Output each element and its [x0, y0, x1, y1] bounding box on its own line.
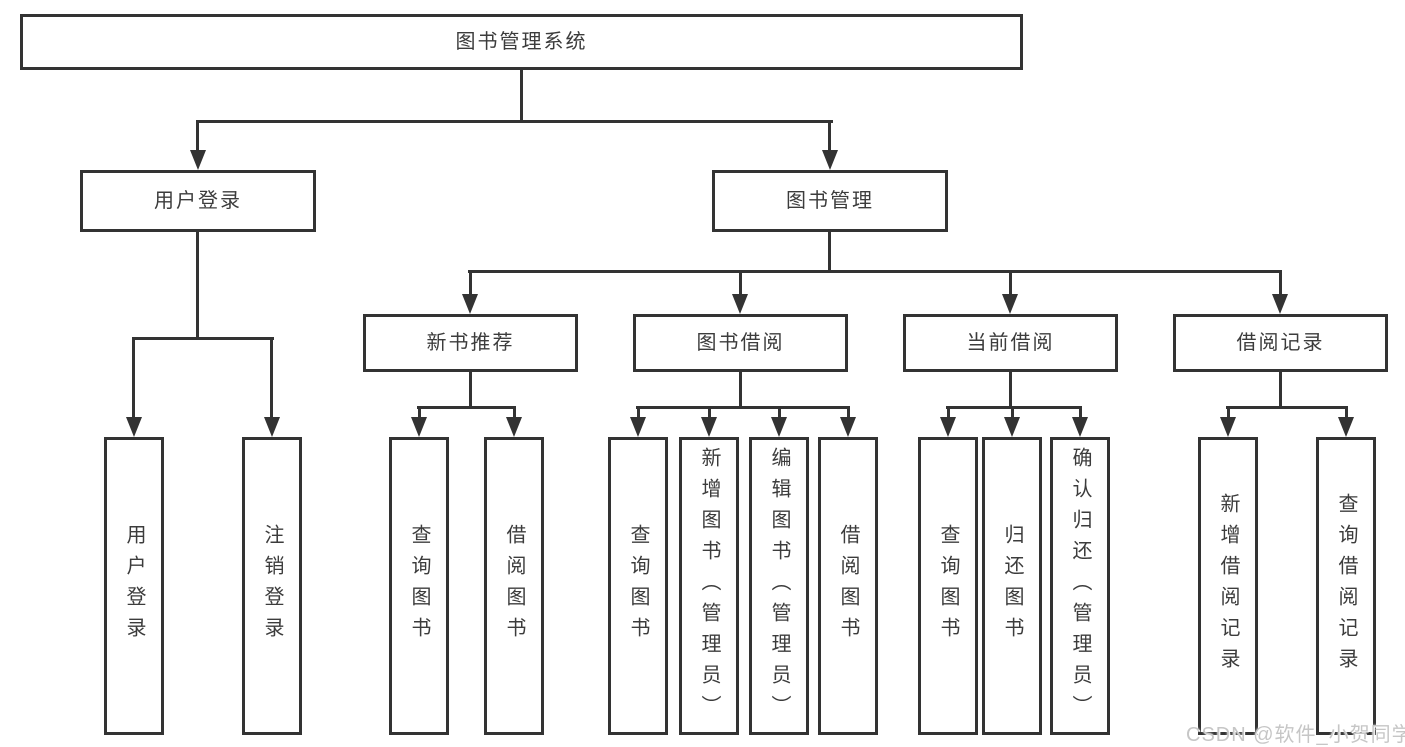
node-book-management-label: 图书管理: [786, 190, 874, 212]
leaf-user-login-label: 用户登录: [123, 524, 145, 648]
connector-line: [418, 406, 421, 419]
node-current-borrow: 当前借阅: [903, 314, 1118, 372]
connector-line: [828, 120, 831, 152]
connector-line: [270, 337, 273, 419]
node-borrow-records: 借阅记录: [1173, 314, 1388, 372]
connector-line: [132, 337, 135, 419]
leaf-query-books-borrow: 查询图书: [608, 437, 668, 735]
node-root: 图书管理系统: [20, 14, 1023, 70]
arrowhead: [840, 417, 856, 437]
connector-line: [1009, 270, 1012, 296]
arrowhead: [1072, 417, 1088, 437]
connector-line: [1279, 270, 1282, 296]
node-new-book-recommend: 新书推荐: [363, 314, 578, 372]
connector-line: [1009, 372, 1012, 408]
node-new-book-recommend-label: 新书推荐: [426, 332, 515, 354]
leaf-query-books-borrow-label: 查询图书: [627, 524, 649, 648]
arrowhead: [1220, 417, 1236, 437]
leaf-confirm-return-admin-label: 确认归还（管理员）: [1069, 446, 1091, 726]
csdn-watermark: CSDN @软件_小贺同学: [1186, 724, 1405, 746]
connector-line: [847, 406, 850, 419]
node-user-login-label: 用户登录: [154, 190, 242, 212]
leaf-user-login: 用户登录: [104, 437, 164, 735]
leaf-return-book: 归还图书: [982, 437, 1042, 735]
leaf-edit-book-admin-label: 编辑图书（管理员）: [768, 446, 790, 726]
connector-line: [196, 120, 199, 152]
connector-line: [196, 232, 199, 337]
connector-line: [132, 337, 274, 340]
arrowhead: [1272, 294, 1288, 314]
leaf-borrow-books-recommend-label: 借阅图书: [503, 524, 525, 648]
connector-line: [417, 406, 516, 409]
connector-line: [708, 406, 711, 419]
connector-line: [739, 270, 742, 296]
connector-line: [636, 406, 850, 409]
node-book-borrow: 图书借阅: [633, 314, 848, 372]
leaf-query-books-recommend-label: 查询图书: [408, 524, 430, 648]
node-borrow-records-label: 借阅记录: [1236, 332, 1325, 354]
connector-root-split: [196, 120, 833, 123]
leaf-query-books-recommend: 查询图书: [389, 437, 449, 735]
leaf-query-borrow-record: 查询借阅记录: [1316, 437, 1376, 735]
arrowhead: [630, 417, 646, 437]
leaf-logout-label: 注销登录: [261, 524, 283, 648]
node-user-login: 用户登录: [80, 170, 316, 232]
arrowhead: [701, 417, 717, 437]
arrowhead: [1002, 294, 1018, 314]
connector-line: [739, 372, 742, 408]
leaf-confirm-return-admin: 确认归还（管理员）: [1050, 437, 1110, 735]
arrowhead: [126, 417, 142, 437]
node-book-borrow-label: 图书借阅: [696, 332, 785, 354]
leaf-add-book-admin-label: 新增图书（管理员）: [698, 446, 720, 726]
connector-line: [1011, 406, 1014, 419]
connector-root-stem: [520, 70, 523, 120]
connector-line: [1226, 406, 1348, 409]
connector-line: [1079, 406, 1082, 419]
node-root-label: 图书管理系统: [455, 31, 588, 53]
connector-line: [828, 232, 831, 272]
leaf-borrow-books-recommend: 借阅图书: [484, 437, 544, 735]
leaf-add-borrow-record: 新增借阅记录: [1198, 437, 1258, 735]
arrowhead: [822, 150, 838, 170]
node-current-borrow-label: 当前借阅: [966, 332, 1055, 354]
arrowhead: [462, 294, 478, 314]
leaf-add-borrow-record-label: 新增借阅记录: [1217, 493, 1239, 679]
arrowhead: [411, 417, 427, 437]
arrowhead: [1004, 417, 1020, 437]
arrowhead: [940, 417, 956, 437]
connector-line: [637, 406, 640, 419]
leaf-query-borrow-record-label: 查询借阅记录: [1335, 493, 1357, 679]
connector-line: [778, 406, 781, 419]
arrowhead: [1338, 417, 1354, 437]
leaf-return-book-label: 归还图书: [1001, 524, 1023, 648]
connector-line: [947, 406, 950, 419]
leaf-borrow-books-label: 借阅图书: [837, 524, 859, 648]
connector-line: [468, 270, 1282, 273]
leaf-query-books-current: 查询图书: [918, 437, 978, 735]
arrowhead: [190, 150, 206, 170]
connector-line: [1279, 372, 1282, 408]
leaf-edit-book-admin: 编辑图书（管理员）: [749, 437, 809, 735]
connector-line: [1345, 406, 1348, 419]
connector-line: [1227, 406, 1230, 419]
node-book-management: 图书管理: [712, 170, 948, 232]
arrowhead: [732, 294, 748, 314]
arrowhead: [264, 417, 280, 437]
leaf-borrow-books: 借阅图书: [818, 437, 878, 735]
connector-line: [513, 406, 516, 419]
leaf-logout: 注销登录: [242, 437, 302, 735]
leaf-add-book-admin: 新增图书（管理员）: [679, 437, 739, 735]
arrowhead: [506, 417, 522, 437]
connector-line: [469, 270, 472, 296]
leaf-query-books-current-label: 查询图书: [937, 524, 959, 648]
arrowhead: [771, 417, 787, 437]
connector-line: [946, 406, 1082, 409]
connector-line: [469, 372, 472, 408]
